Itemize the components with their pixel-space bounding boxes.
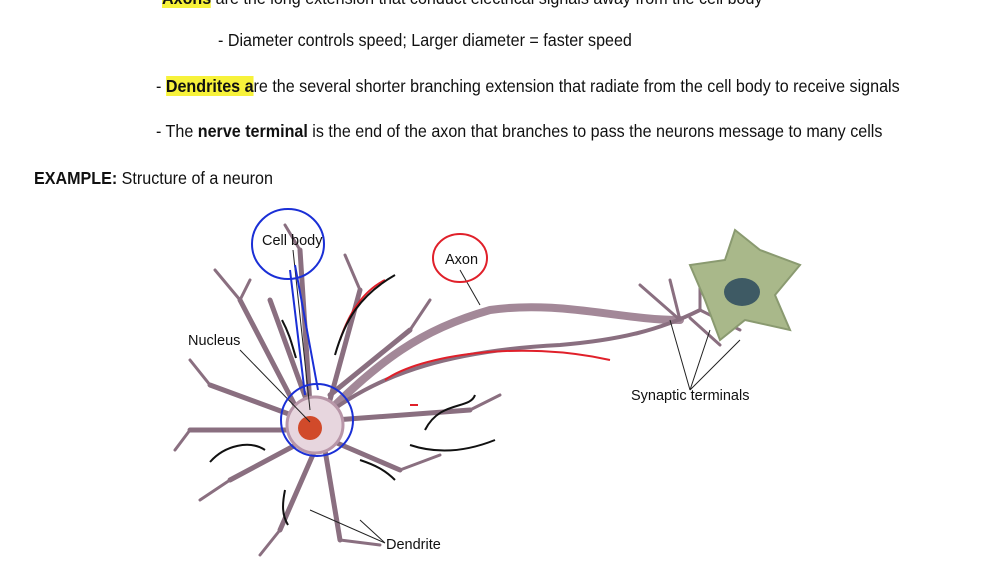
label-synaptic-terminals: Synaptic terminals bbox=[631, 388, 750, 404]
pointer-lines bbox=[239, 249, 741, 544]
black-annotations bbox=[209, 274, 496, 526]
label-dendrite: Dendrite bbox=[386, 537, 441, 553]
example-label: EXAMPLE: bbox=[34, 168, 118, 188]
blue-annotations bbox=[251, 208, 354, 457]
neuron-illustration bbox=[173, 223, 802, 557]
terminal-term: nerve terminal bbox=[197, 121, 308, 141]
diameter-note: - Diameter controls speed; Larger diamet… bbox=[218, 30, 632, 50]
bullet: - bbox=[156, 76, 166, 96]
terminal-definition: - The nerve terminal is the end of the a… bbox=[156, 121, 882, 142]
dendrites-definition: - Dendrites are the several shorter bran… bbox=[156, 76, 900, 97]
axon-definition-text: are the long extension that conduct elec… bbox=[211, 0, 763, 8]
nucleus bbox=[298, 416, 322, 440]
bullet: - The bbox=[156, 121, 198, 141]
example-heading: EXAMPLE: Structure of a neuron bbox=[34, 168, 273, 189]
terminal-definition-text: is the end of the axon that branches to … bbox=[307, 121, 883, 141]
label-axon: Axon bbox=[445, 252, 479, 268]
dendrites-definition-text: re the several shorter branching extensi… bbox=[253, 76, 900, 96]
label-nucleus: Nucleus bbox=[188, 333, 241, 349]
example-text: Structure of a neuron bbox=[117, 168, 273, 188]
dendrites-term: Dendrites a bbox=[165, 76, 254, 96]
label-cell-body: Cell body bbox=[262, 233, 323, 249]
axon-definition: Axons are the long extension that conduc… bbox=[162, 0, 763, 9]
axon-term: Axons bbox=[162, 0, 212, 8]
